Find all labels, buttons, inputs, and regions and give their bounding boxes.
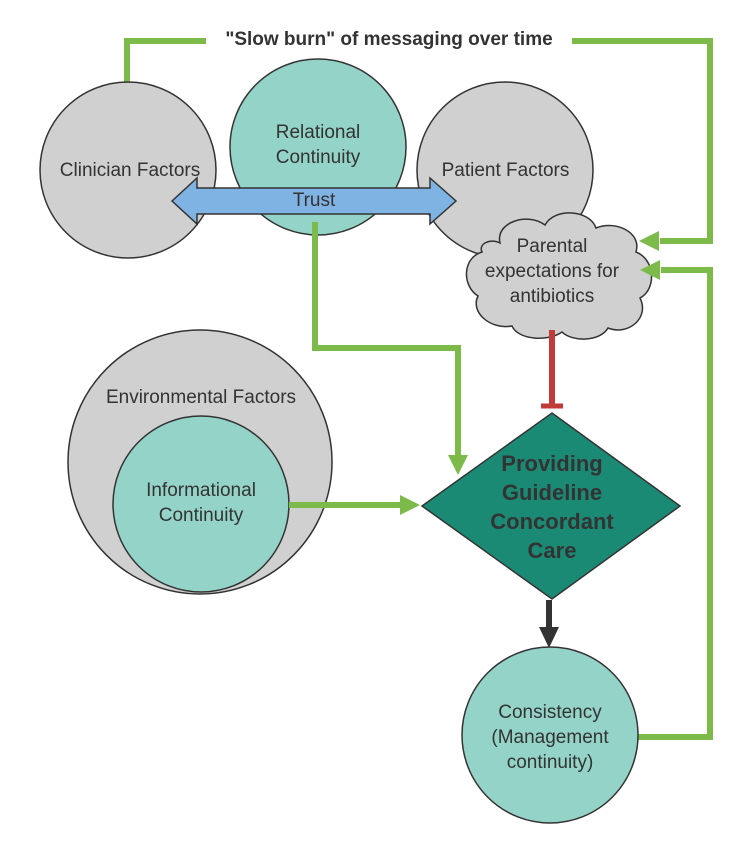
outcome-to-consistency-arrowhead xyxy=(539,627,559,648)
parental-expectations-cloud xyxy=(465,212,653,340)
trust-to-outcome-arrowhead xyxy=(448,455,468,475)
trust-label: Trust xyxy=(292,190,336,211)
patient-factors-label: Patient Factors xyxy=(441,160,570,181)
trust-to-outcome-connector xyxy=(312,222,461,455)
slow-burn-connector xyxy=(124,38,713,244)
informational-continuity-label: Informational Continuity xyxy=(146,480,256,526)
diagram-title: "Slow burn" of messaging over time xyxy=(225,29,553,50)
consistency-label: Consistency (Management continuity) xyxy=(491,702,609,773)
consistency-to-parental-arrowhead xyxy=(640,260,660,280)
parental-expectations-label: Parental expectations for antibiotics xyxy=(484,236,620,307)
consistency-to-parental-connector xyxy=(636,267,713,740)
outcome-diamond xyxy=(420,412,682,600)
outcome-label: Providing Guideline Concordant Care xyxy=(490,451,614,563)
consistency-circle xyxy=(461,646,639,824)
informational-to-outcome-arrowhead xyxy=(400,495,420,515)
trust-double-arrow xyxy=(170,176,458,226)
environmental-factors-label: Environmental Factors xyxy=(105,387,297,408)
relational-continuity-label: Relational Continuity xyxy=(275,122,361,168)
clinician-factors-label: Clinician Factors xyxy=(59,160,201,181)
slow-burn-arrowhead xyxy=(639,231,659,251)
clinician-factors-circle xyxy=(39,81,217,259)
